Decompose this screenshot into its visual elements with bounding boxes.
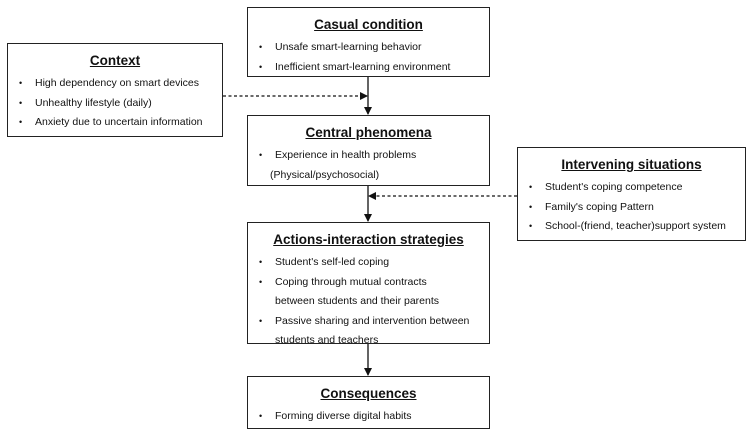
actions-interaction-box: Actions-interaction strategies Student's… bbox=[247, 222, 490, 346]
intervening-situations-item: Student's coping competence bbox=[518, 178, 745, 198]
central-phenomena-item: Experience in health problems bbox=[248, 146, 489, 166]
consequences-box: Consequences Forming diverse digital hab… bbox=[247, 376, 490, 429]
consequences-item: Forming diverse digital habits bbox=[248, 407, 489, 427]
actions-interaction-title: Actions-interaction strategies bbox=[273, 232, 464, 247]
intervening-situations-item: School-(friend, teacher)support system bbox=[518, 217, 745, 237]
intervening-situations-title: Intervening situations bbox=[561, 157, 702, 172]
casual-condition-item: Inefficient smart-learning environment bbox=[248, 58, 489, 78]
casual-condition-box: Casual condition Unsafe smart-learning b… bbox=[247, 7, 490, 77]
actions-interaction-item: Passive sharing and intervention between bbox=[248, 312, 489, 332]
central-phenomena-item-continuation: (Physical/psychosocial) bbox=[270, 168, 380, 181]
actions-interaction-item-continuation: between students and their parents bbox=[275, 295, 440, 307]
intervening-situations-box: Intervening situations Student's coping … bbox=[517, 147, 746, 241]
actions-interaction-item: Student's self-led coping bbox=[248, 253, 489, 273]
context-item: High dependency on smart devices bbox=[8, 74, 222, 94]
central-phenomena-box: Central phenomena Experience in health p… bbox=[247, 115, 490, 186]
context-title: Context bbox=[89, 53, 141, 68]
casual-condition-item: Unsafe smart-learning behavior bbox=[248, 38, 489, 58]
actions-interaction-item-continuation: students and teachers bbox=[275, 334, 379, 346]
context-box: Context High dependency on smart devices… bbox=[7, 43, 223, 137]
consequences-title: Consequences bbox=[320, 386, 417, 401]
context-item: Unhealthy lifestyle (daily) bbox=[8, 94, 222, 114]
casual-condition-title: Casual condition bbox=[314, 17, 423, 32]
central-phenomena-title: Central phenomena bbox=[305, 125, 432, 140]
intervening-situations-item: Family's coping Pattern bbox=[518, 198, 745, 218]
actions-interaction-item: Coping through mutual contracts bbox=[248, 273, 489, 293]
context-item: Anxiety due to uncertain information bbox=[8, 113, 222, 133]
